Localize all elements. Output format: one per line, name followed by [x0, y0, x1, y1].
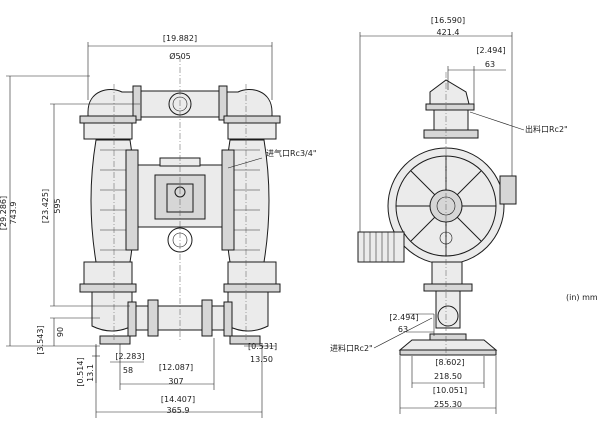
height-base-mm-label: 90 [56, 327, 65, 337]
outlet-offset-in-label: [2.494] [476, 46, 505, 55]
base-inner-mm-label: 218.50 [434, 372, 462, 381]
muffler [357, 231, 405, 263]
depth-in-label: [16.590] [431, 16, 465, 25]
inlet-offset-mm-label: 63 [398, 325, 408, 334]
front-view [6, 42, 281, 418]
inlet-offset-in-label: [2.494] [389, 313, 418, 322]
width-top-mm-label: Ø505 [169, 51, 191, 61]
air-inlet-label: 进气口Rc3/4" [266, 148, 317, 158]
height-total-mm-label: 743.9 [9, 202, 18, 225]
dimension-labels: [19.882] Ø505 [29.286]743.9 [23.425]595 进气口R… [0, 16, 598, 415]
foot-width-in-label: [2.283] [115, 352, 144, 361]
bottom-manifold [79, 261, 281, 345]
base-inner-in-label: [8.602] [435, 358, 464, 367]
base-outer-in-label: [10.051] [433, 386, 467, 395]
base-width-mm-label: 365.9 [167, 406, 190, 415]
side-main-body [387, 147, 517, 265]
base-outer-mm-label: 255.30 [434, 400, 462, 409]
height-base-in-label: [3.543] [36, 325, 45, 354]
depth-mm-label: 421.4 [437, 28, 460, 37]
diaphragm-chambers [90, 139, 270, 263]
base-width-in-label: [14.407] [161, 395, 195, 404]
bolt-span-in-label: [12.087] [159, 363, 193, 372]
outlet-label: 出料口Rc2" [525, 124, 568, 134]
foot-height-in-label: [0.514] [76, 357, 85, 386]
top-manifold [79, 85, 281, 140]
units-note-label: (in) mm [566, 293, 598, 302]
side-lower-section [398, 261, 498, 356]
inlet-label: 进料口Rc2" [330, 343, 373, 353]
height-total-in-label: [29.286] [0, 196, 8, 230]
side-dimension-lines [359, 32, 525, 414]
width-top-in-label: [19.882] [163, 34, 197, 43]
hole-in-label: [0.531] [248, 342, 277, 351]
outlet-offset-mm-label: 63 [485, 60, 495, 69]
outlet-elbow [423, 79, 479, 139]
side-view [357, 32, 525, 414]
foot-height-mm-label: 13.1 [86, 364, 95, 382]
height-inlet-in-label: [23.425] [41, 189, 50, 223]
foot-width-mm-label: 58 [123, 366, 133, 375]
bolt-span-mm-label: 307 [168, 377, 183, 386]
front-dimension-lines [6, 42, 276, 418]
height-inlet-mm-label: 595 [53, 198, 62, 213]
hole-mm-label: 13.50 [250, 355, 273, 364]
